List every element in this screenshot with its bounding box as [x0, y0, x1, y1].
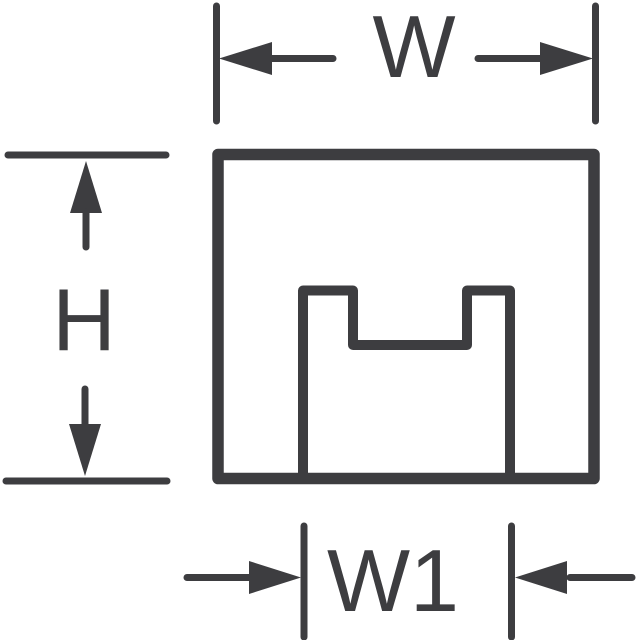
arrow-left-head — [219, 42, 272, 75]
slot-arrow-left-head — [249, 561, 301, 594]
height-dimension: H — [2, 151, 171, 485]
slot-arrow-right-head — [515, 561, 567, 594]
arrow-right-inward-icon — [183, 561, 301, 594]
slot-width-dimension: W1 — [183, 522, 636, 640]
arrow-down-head — [69, 424, 101, 476]
height-label: H — [52, 270, 116, 369]
width-label: W — [372, 0, 455, 96]
arrow-down-icon — [69, 385, 101, 476]
arrow-up-head — [70, 161, 102, 213]
arrow-up-icon — [70, 161, 102, 251]
slot-width-label: W1 — [327, 531, 459, 630]
arrow-right-icon — [474, 42, 593, 75]
component-body-outline — [212, 148, 600, 485]
arrow-left-icon — [219, 42, 337, 75]
arrow-right-head — [540, 42, 593, 75]
width-dimension: W — [213, 0, 599, 125]
arrow-left-inward-icon — [515, 561, 636, 594]
component-slot-outline — [298, 285, 515, 478]
